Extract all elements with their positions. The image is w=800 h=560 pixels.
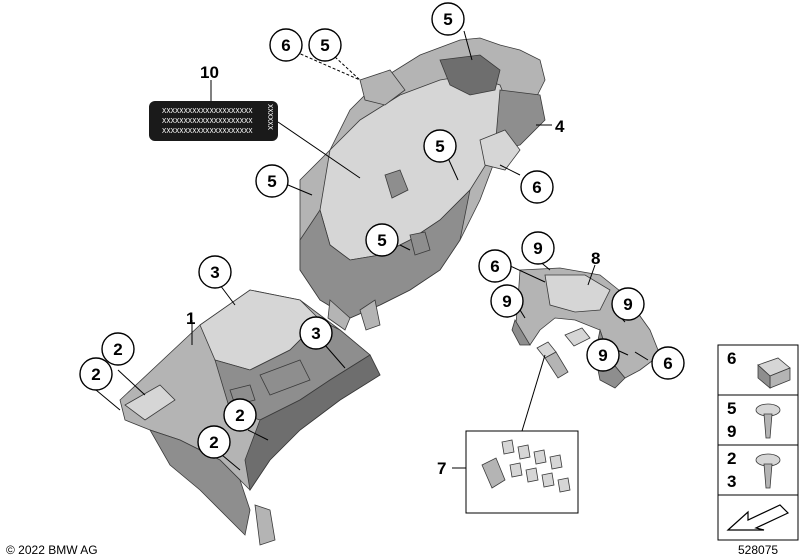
callout-5-top-right: 5 (431, 2, 465, 36)
svg-text:5: 5 (377, 231, 386, 250)
legend-row2-number-a: 5 (727, 399, 736, 418)
svg-text:6: 6 (663, 354, 672, 373)
svg-text:9: 9 (623, 295, 632, 314)
callout-3-right: 3 (299, 316, 333, 350)
legend-row-screw-b (717, 444, 799, 496)
callout-2-lower: 2 (197, 425, 231, 459)
screw-fastener-part (536, 327, 591, 379)
callout-3-upper: 3 (198, 255, 232, 289)
legend-row3-number-a: 2 (727, 449, 736, 468)
svg-text:6: 6 (281, 36, 290, 55)
callout-5-left: 5 (255, 164, 289, 198)
svg-text:5: 5 (267, 172, 276, 191)
bracket-part (511, 267, 661, 389)
legend-row-screw-a (717, 394, 799, 446)
legend-row1-number: 6 (727, 349, 736, 368)
svg-text:9: 9 (533, 239, 542, 258)
part-number-1: 1 (186, 309, 195, 328)
callout-6-top: 6 (269, 28, 303, 62)
callout-5-top: 5 (308, 28, 342, 62)
svg-text:2: 2 (235, 406, 244, 425)
fastener-kit-box (465, 430, 579, 514)
part-number-7: 7 (437, 459, 446, 478)
svg-text:5: 5 (443, 10, 452, 29)
direction-arrow-icon (726, 504, 790, 531)
part-number-8: 8 (591, 249, 600, 268)
svg-text:9: 9 (502, 292, 511, 311)
callout-9-bracket-left: 9 (490, 284, 524, 318)
svg-text:2: 2 (113, 340, 122, 359)
svg-text:3: 3 (311, 324, 320, 343)
callout-9-bracket-lower: 9 (586, 338, 620, 372)
part-number-4: 4 (555, 117, 565, 136)
label-side-text: XXXXXX (265, 104, 273, 131)
rear-mudguard-part (299, 37, 546, 331)
svg-text:6: 6 (490, 257, 499, 276)
leader-lines (95, 30, 649, 471)
diagram-number: 528075 (738, 543, 778, 557)
label-line-1: XXXXXXXXXXXXXXXXXXXXX (162, 108, 253, 116)
callout-5-mid: 5 (423, 129, 457, 163)
label-background (149, 101, 278, 141)
callout-6-right: 6 (520, 170, 554, 204)
callout-6-bracket-left: 6 (478, 249, 512, 283)
svg-text:5: 5 (320, 36, 329, 55)
label-line-2: XXXXXXXXXXXXXXXXXXXXX (162, 118, 253, 126)
callout-2-left: 2 (79, 357, 113, 391)
svg-text:3: 3 (210, 263, 219, 282)
fastener-legend: 6 5 9 2 3 (717, 344, 799, 541)
label-part: XXXXXXXXXXXXXXXXXXXXX XXXXXXXXXXXXXXXXXX… (149, 63, 278, 141)
label-part-number: 10 (200, 63, 219, 82)
callout-6-bracket-right: 6 (651, 346, 685, 380)
svg-text:2: 2 (91, 365, 100, 384)
kit-box-frame (465, 430, 579, 514)
callout-9-bracket-top: 9 (521, 231, 555, 265)
copyright-text: © 2022 BMW AG (6, 543, 98, 557)
callout-5-lower: 5 (365, 223, 399, 257)
label-line-3: XXXXXXXXXXXXXXXXXXXXX (162, 128, 253, 136)
svg-text:5: 5 (435, 137, 444, 156)
callout-9-bracket-right: 9 (611, 287, 645, 321)
legend-row2-number-b: 9 (727, 422, 736, 441)
svg-text:2: 2 (209, 433, 218, 452)
clip-nut-icon (757, 357, 791, 389)
svg-text:6: 6 (532, 178, 541, 197)
svg-text:9: 9 (598, 346, 607, 365)
callout-2-center: 2 (223, 398, 257, 432)
callout-2-upper-left: 2 (101, 332, 135, 366)
legend-row3-number-b: 3 (727, 472, 736, 491)
torx-screw-icon-b (755, 453, 781, 489)
torx-screw-icon-a (755, 403, 781, 439)
